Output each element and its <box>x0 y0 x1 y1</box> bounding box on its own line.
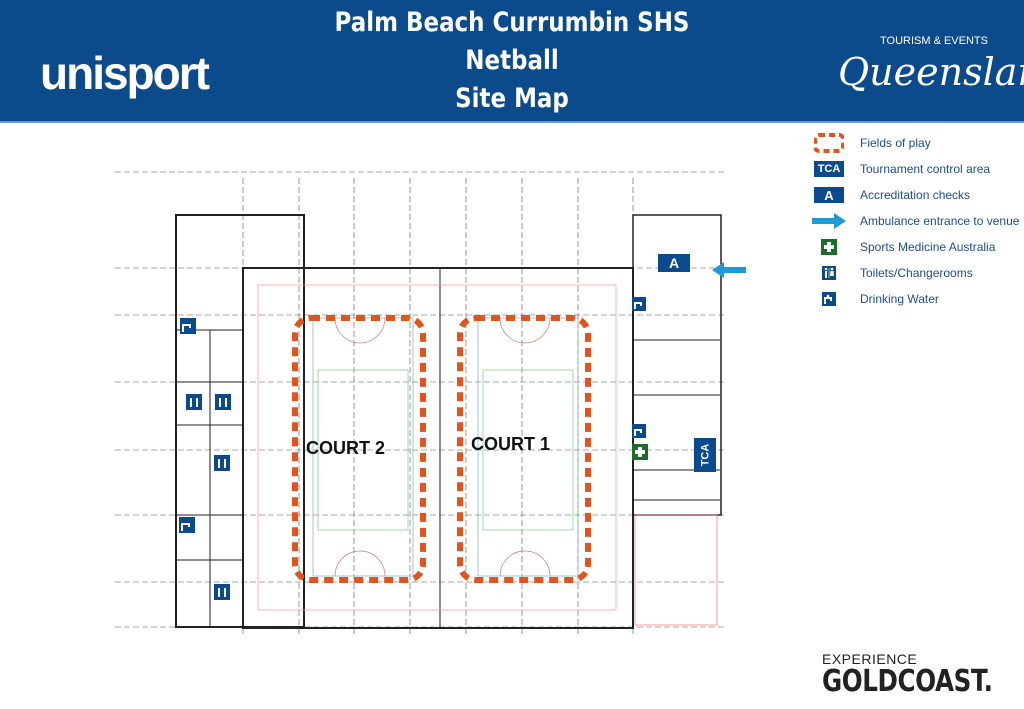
ambulance-arrow-icon <box>812 213 846 229</box>
court-2-label: COURT 2 <box>306 438 386 458</box>
header-banner: unisport Palm Beach Currumbin SHS Netbal… <box>0 0 1024 123</box>
court-1-field-of-play <box>457 315 591 583</box>
drinking-water-icon <box>632 297 646 311</box>
ambulance-arrow-icon <box>712 262 746 278</box>
floor-plan <box>115 171 725 635</box>
court-2-field-of-play <box>292 315 426 583</box>
drinking-water-icon <box>179 517 195 533</box>
first-aid-cross-icon <box>821 239 837 255</box>
toilets-icon <box>214 584 230 600</box>
legend-item: Ambulance entrance to venue <box>812 208 1019 234</box>
fields-of-play-icon <box>814 133 844 153</box>
legend-item: Toilets/Changerooms <box>812 260 1019 286</box>
legend-item: Drinking Water <box>812 286 1019 312</box>
accreditation-icon: A <box>814 187 844 203</box>
court-1-label: COURT 1 <box>471 434 551 454</box>
toilets-icon <box>822 266 836 280</box>
drinking-water-icon <box>632 424 646 438</box>
drinking-water-icon <box>822 292 836 306</box>
accreditation-marker: A <box>658 254 690 272</box>
first-aid-cross-icon <box>632 444 648 460</box>
tca-marker: TCA <box>694 438 716 472</box>
experience-goldcoast-logo: EXPERIENCE GOLDCOAST. <box>822 651 993 699</box>
page-title: Palm Beach Currumbin SHS Netball Site Ma… <box>334 7 690 114</box>
tourism-queensland-logo: TOURISM & EVENTS Queensland <box>838 35 1024 95</box>
unisport-logo: unisport <box>40 47 210 99</box>
legend-item: Sports Medicine Australia <box>812 234 1019 260</box>
toilets-icon <box>214 455 230 471</box>
tca-icon: TCA <box>814 161 844 177</box>
toilets-icon <box>215 394 231 410</box>
toilets-icon <box>186 394 202 410</box>
drinking-water-icon <box>180 318 196 334</box>
legend-item: Fields of play <box>812 130 1019 156</box>
